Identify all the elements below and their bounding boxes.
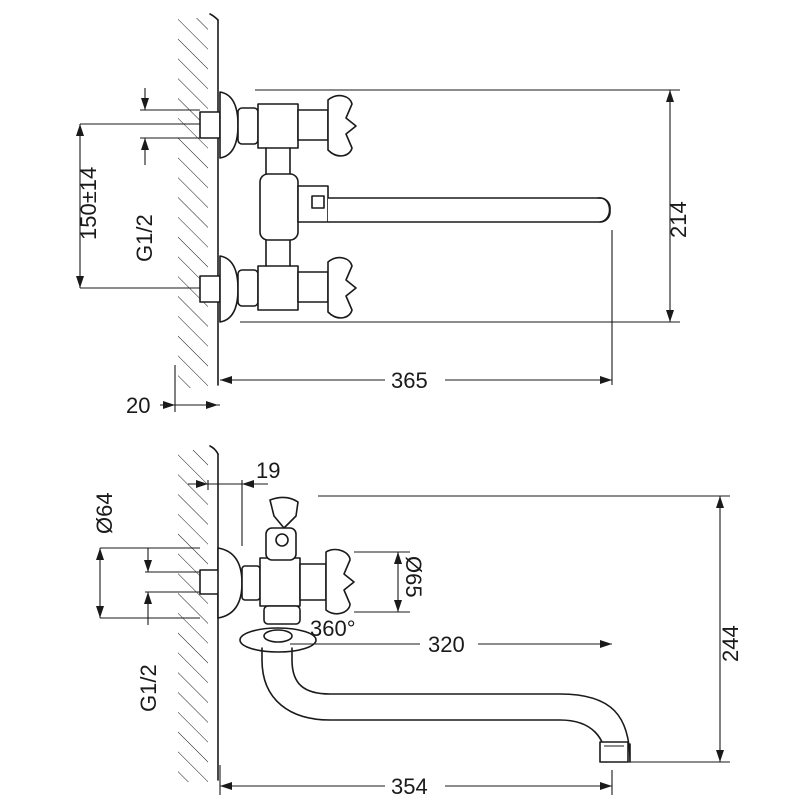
- dim-total-height-label: 244: [718, 625, 743, 662]
- dim-height-214: 214: [666, 90, 691, 322]
- mixer-body-top: [259, 147, 611, 267]
- dim-center-distance-label: 150±14: [76, 167, 101, 240]
- dim-flange-diameter: Ø64: [92, 492, 117, 618]
- dim-flange-diameter-label: Ø64: [92, 492, 117, 534]
- wall-side: [178, 445, 219, 782]
- dim-total-height: 244: [716, 496, 743, 762]
- dim-total-reach: 354: [220, 774, 612, 799]
- dim-center-distance: 150±14: [76, 124, 101, 288]
- dim-swivel-label: 360°: [310, 616, 356, 641]
- dim-handle-diameter: Ø65: [394, 552, 426, 612]
- dim-handle-diameter-label: Ø65: [401, 556, 426, 598]
- dim-wall-offset: 20: [126, 393, 220, 418]
- wall-top: [178, 13, 219, 388]
- dim-thread-side-label: G1/2: [136, 664, 161, 712]
- dim-height-label: 214: [666, 201, 691, 238]
- dim-total-reach-label: 354: [391, 774, 428, 799]
- side-spout: [261, 647, 631, 763]
- dim-spout-length-label: 320: [428, 632, 465, 657]
- dim-thread-top: G1/2: [132, 88, 157, 262]
- lower-inlet-fitting: [199, 255, 357, 323]
- dim-thread-side: G1/2: [136, 548, 161, 712]
- dim-reach-label: 365: [391, 368, 428, 393]
- side-view: 19 Ø64 G1/2 Ø65 360°: [92, 445, 743, 799]
- dim-reach-365: 365: [220, 368, 612, 393]
- side-fitting: [199, 496, 355, 653]
- top-view: 150±14 G1/2 214 365: [76, 13, 691, 418]
- dim-spout-length: 320: [290, 632, 612, 657]
- dim-wall-to-body-label: 19: [256, 458, 280, 483]
- dim-wall-offset-label: 20: [126, 393, 150, 418]
- upper-inlet-fitting: [199, 91, 357, 159]
- dim-wall-to-body: 19: [188, 458, 280, 488]
- dim-thread-top-label: G1/2: [132, 214, 157, 262]
